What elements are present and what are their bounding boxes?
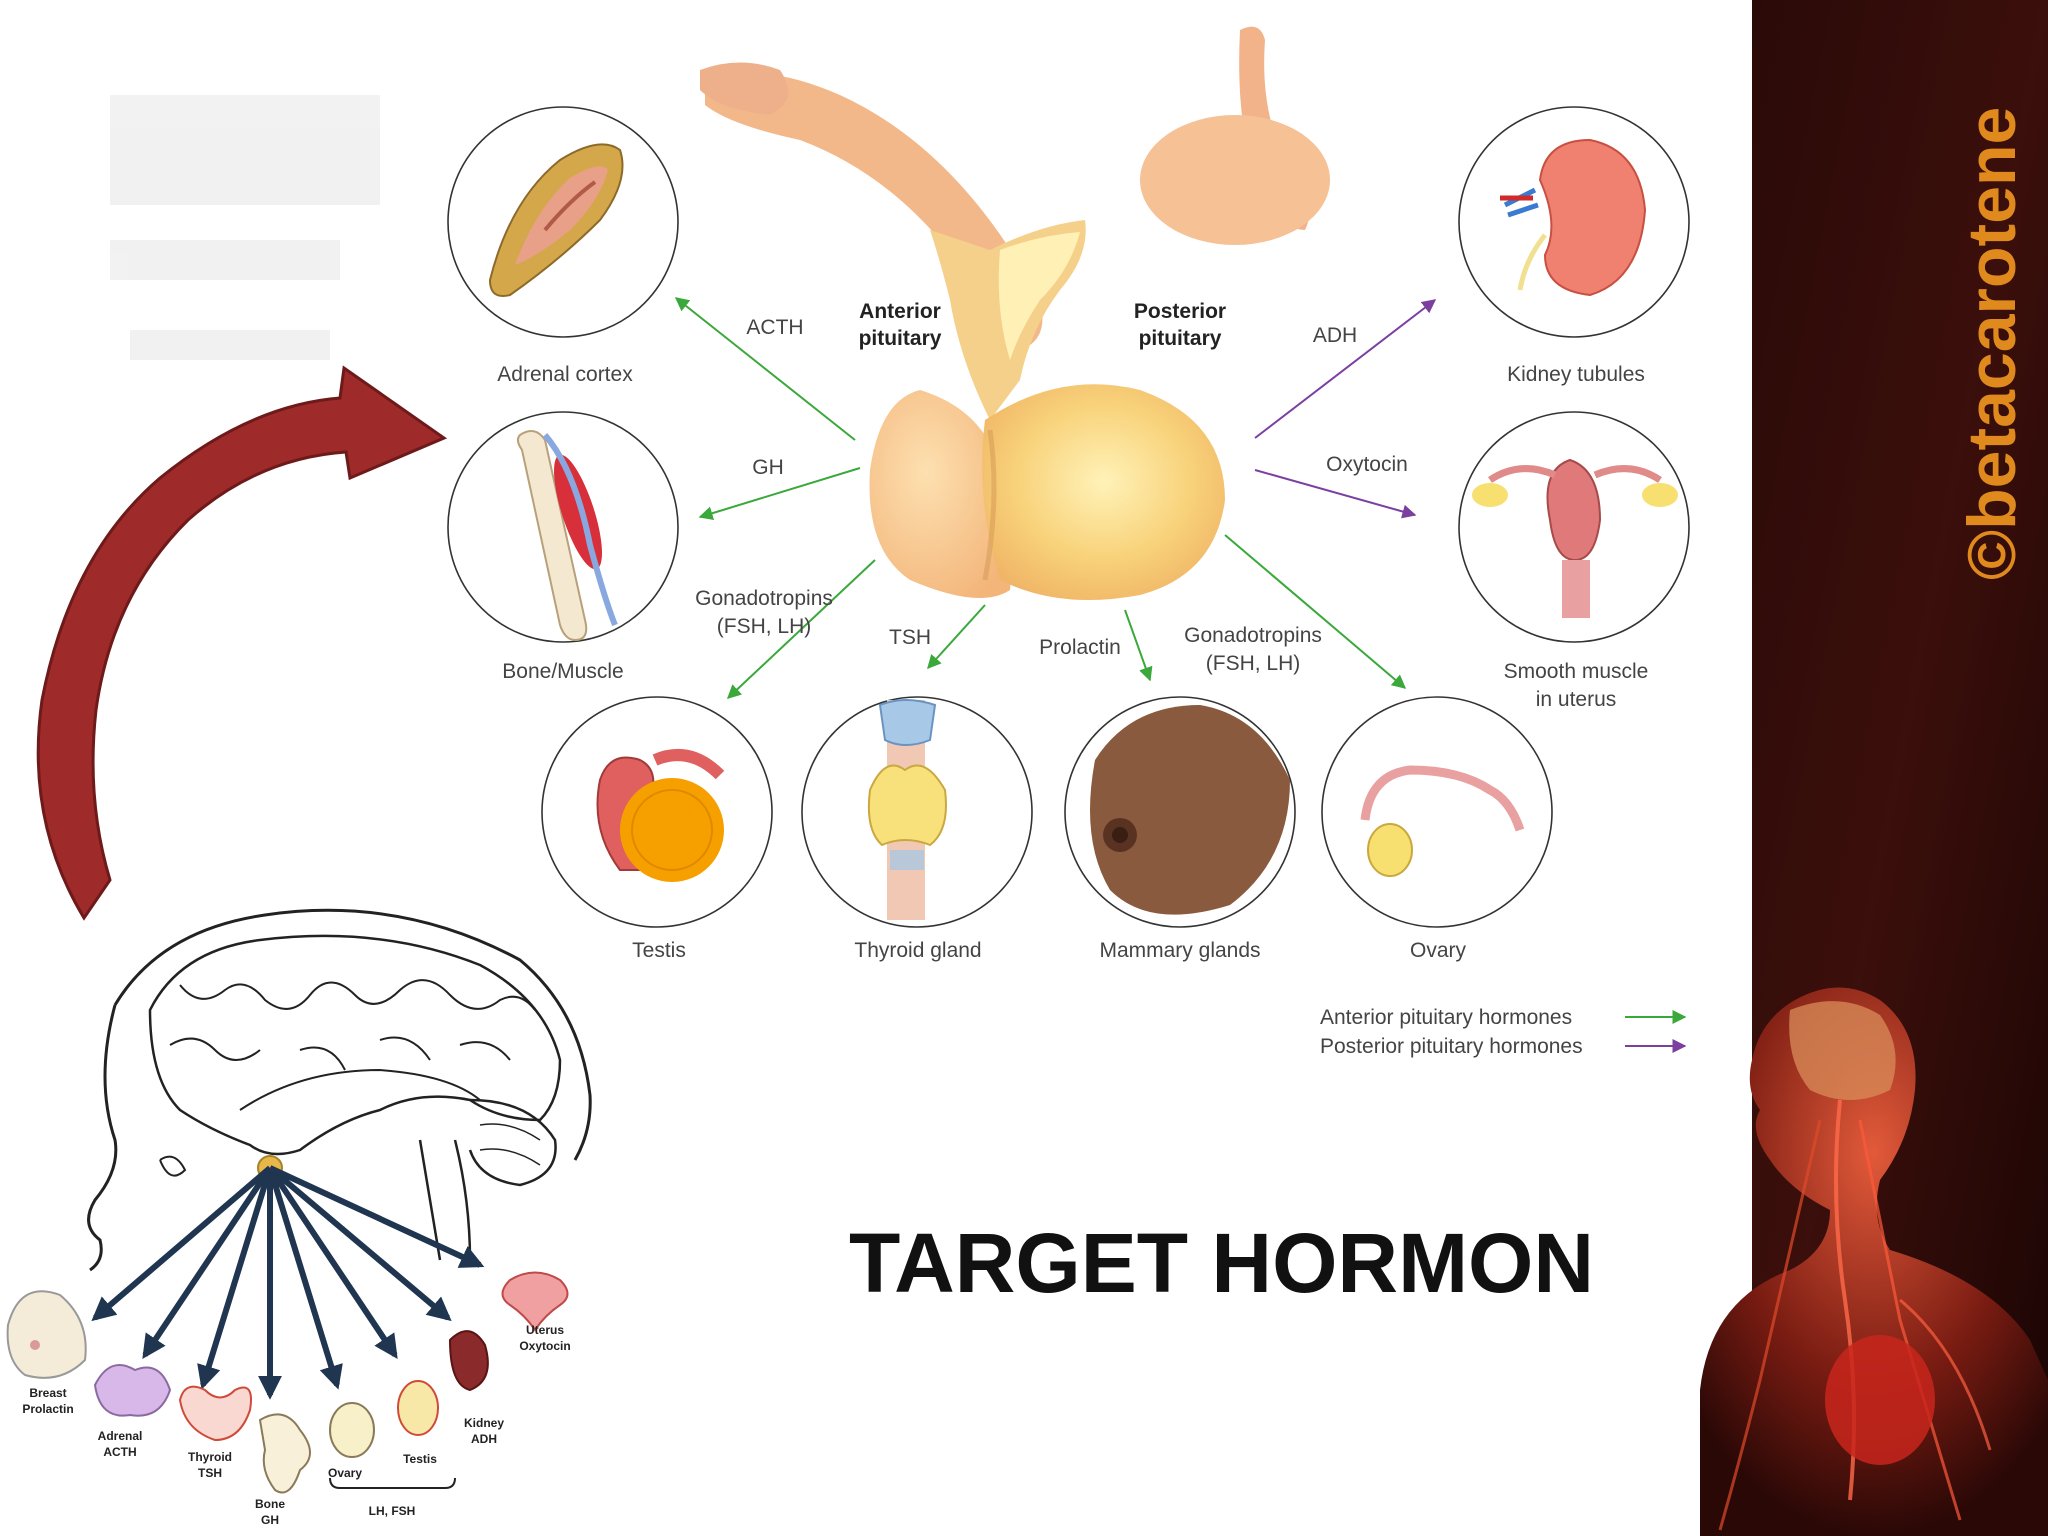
- ovary-target: Ovary: [1321, 696, 1553, 962]
- brain-adh-label: ADH: [471, 1432, 497, 1446]
- gonadotropins-right-label: Gonadotropins: [1184, 624, 1322, 647]
- tsh-label: TSH: [889, 626, 931, 649]
- gonadotropins-right-arrow: [1224, 534, 1407, 689]
- testis-label: Testis: [632, 939, 686, 962]
- adrenal-cortex-target: Adrenal cortex: [447, 106, 679, 386]
- brain-thyroid-label: Thyroid: [188, 1450, 232, 1464]
- brain-diagram: [87, 908, 592, 1272]
- brain-breast-label: Breast: [29, 1386, 66, 1400]
- posterior-hormone-arrows: [1254, 299, 1437, 519]
- brain-bone-label: Bone: [255, 1497, 285, 1511]
- legend: Anterior pituitary hormones Posterior pi…: [1320, 1006, 1687, 1058]
- gonadotropins-left-sub: (FSH, LH): [717, 615, 812, 638]
- adh-label: ADH: [1313, 324, 1357, 347]
- brain-arrows: [91, 1165, 485, 1400]
- brain-gh-label: GH: [261, 1513, 279, 1527]
- brain-lh-fsh-label: LH, FSH: [369, 1504, 416, 1518]
- watermark-text: ©betacarotene: [1954, 107, 2030, 580]
- smooth-muscle-uterus-target: Smooth muscle in uterus: [1458, 411, 1690, 711]
- posterior-pituitary-label: Posterior: [1134, 300, 1226, 323]
- adh-arrow: [1254, 299, 1437, 439]
- oxytocin-label: Oxytocin: [1326, 453, 1408, 476]
- thyroid-gland-target: Thyroid gland: [801, 696, 1033, 962]
- anterior-hormone-arrows: [674, 297, 1407, 699]
- brain-organ-icons: [6, 1271, 569, 1494]
- prolactin-label: Prolactin: [1039, 636, 1121, 659]
- bone-muscle-target: Bone/Muscle: [447, 411, 679, 683]
- prolactin-arrow: [1124, 609, 1153, 682]
- legend-anterior-label: Anterior pituitary hormones: [1320, 1006, 1572, 1029]
- acth-label: ACTH: [746, 316, 803, 339]
- brain-adrenal-label: Adrenal: [98, 1429, 143, 1443]
- slide-title: TARGET HORMON: [849, 1216, 1594, 1310]
- gh-arrow: [698, 467, 861, 521]
- brain-acth-label: ACTH: [103, 1445, 136, 1459]
- human-anatomy-figure: [1700, 987, 2048, 1536]
- kidney-tubules-target: Kidney tubules: [1458, 106, 1690, 386]
- brain-uterus-label: Uterus: [526, 1323, 564, 1337]
- brain-testis-label: Testis: [403, 1452, 437, 1466]
- brain-oxytocin-label: Oxytocin: [519, 1339, 570, 1353]
- side-panel: ©betacarotene: [1700, 0, 2048, 1536]
- anterior-pituitary-label-2: pituitary: [859, 327, 942, 350]
- brain-kidney-label: Kidney: [464, 1416, 504, 1430]
- thyroid-gland-label: Thyroid gland: [854, 939, 981, 962]
- bone-muscle-label: Bone/Muscle: [502, 660, 623, 683]
- anterior-pituitary-label: Anterior: [859, 300, 941, 323]
- mammary-glands-label: Mammary glands: [1099, 939, 1260, 962]
- mammary-glands-target: Mammary glands: [1064, 696, 1296, 962]
- gonadotropins-right-sub: (FSH, LH): [1206, 652, 1301, 675]
- gonadotropins-left-label: Gonadotropins: [695, 587, 833, 610]
- posterior-pituitary-label-2: pituitary: [1139, 327, 1222, 350]
- acth-arrow: [674, 297, 856, 441]
- legend-posterior-label: Posterior pituitary hormones: [1320, 1035, 1583, 1058]
- curved-red-arrow: [36, 365, 448, 921]
- brain-prolactin-label: Prolactin: [22, 1402, 73, 1416]
- smooth-muscle-label: Smooth muscle: [1504, 660, 1649, 683]
- brain-tsh-label: TSH: [198, 1466, 222, 1480]
- oxytocin-arrow: [1254, 469, 1417, 519]
- brain-labels: Breast Prolactin Adrenal ACTH Thyroid TS…: [22, 1323, 570, 1527]
- testis-target: Testis: [541, 696, 773, 962]
- faded-background-text: [110, 95, 380, 360]
- ovary-label: Ovary: [1410, 939, 1467, 962]
- gh-label: GH: [752, 456, 784, 479]
- pituitary-gland-illustration: [700, 26, 1330, 600]
- tsh-arrow: [927, 604, 986, 670]
- smooth-muscle-label-2: in uterus: [1536, 688, 1617, 711]
- kidney-tubules-label: Kidney tubules: [1507, 363, 1645, 386]
- adrenal-cortex-label: Adrenal cortex: [497, 363, 633, 386]
- brain-ovary-label: Ovary: [328, 1466, 362, 1480]
- gonadotropins-left-arrow: [726, 559, 876, 699]
